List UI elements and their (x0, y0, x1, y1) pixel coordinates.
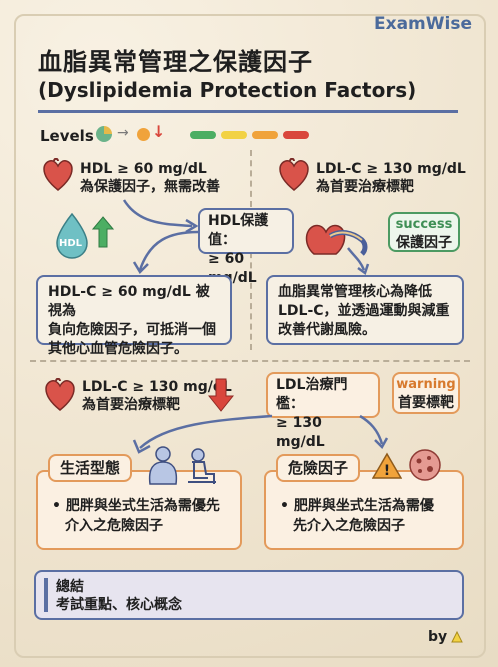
success-badge: success (395, 217, 453, 232)
curved-arrow-icon (126, 412, 276, 456)
heart-icon (42, 158, 74, 192)
arrow-right-icon: → (117, 125, 129, 141)
curved-arrow-icon (120, 226, 200, 276)
ldl-threshold-line1: LDL治療門檻： (276, 377, 348, 412)
hdl-desc-line2: 負向危險因子，可抵消一個 (48, 322, 216, 338)
summary-box (34, 570, 464, 620)
hdl-value-line1: HDL保護值： (208, 213, 269, 248)
sitting-person-icon (184, 448, 218, 486)
risk-bullet-line1: 肥胖與坐式生活為需優 (293, 498, 434, 514)
section-divider-horizontal (30, 360, 470, 362)
curved-arrow-icon (356, 414, 392, 450)
risk-bullet: • 肥胖與坐式生活為需優 先介入之危險因子 (280, 496, 460, 536)
core-management-box: 血脂異常管理核心為降低 LDL-C，並透過運動與減重 改善代謝風險。 (266, 275, 464, 345)
heart-icon (44, 378, 76, 412)
person-icon (146, 446, 180, 486)
warning-text: 首要標靶 (398, 395, 454, 411)
bullet-dot: • (52, 498, 66, 514)
droplet-icon (54, 212, 90, 260)
hdl-desc-line3: 其他心血管危險因子。 (48, 341, 188, 357)
success-tag: success 保護因子 (388, 212, 460, 252)
byline: by (428, 629, 448, 645)
success-text: 保護因子 (396, 235, 452, 251)
author-icon (450, 630, 464, 644)
warning-badge: warning (396, 377, 456, 392)
bullet-dot: • (280, 498, 294, 514)
ldl-note-line2: 為首要治療標靶 (316, 179, 414, 195)
level-pill-green (190, 131, 216, 139)
ldl-target-line1: LDL-C ≥ 130 mg/dL (82, 379, 232, 395)
level-pill-yellow (221, 131, 247, 139)
hdl-desc-line1: HDL-C ≥ 60 mg/dL 被視為 (48, 284, 210, 319)
summary-title: 總結 (56, 579, 84, 595)
heart-icon (278, 158, 310, 192)
hdl-note-line2: 為保護因子，無需改善 (80, 179, 220, 195)
risk-card (264, 470, 464, 550)
page-subtitle: (Dyslipidemia Protection Factors) (38, 78, 417, 102)
brand-logo: ExamWise (374, 14, 472, 34)
core-desc-line1: 血脂異常管理核心為降低 (278, 284, 432, 300)
curved-arrow-icon (120, 196, 200, 236)
page-title: 血脂異常管理之保護因子 (38, 48, 313, 76)
svg-text:!: ! (384, 463, 390, 479)
level-pill-red (283, 131, 309, 139)
down-arrow-icon (208, 378, 234, 412)
summary-accent-bar (44, 578, 48, 612)
ldl-target-line2: 為首要治療標靶 (82, 397, 180, 413)
hdl-droplet-label: HDL (59, 238, 83, 249)
warning-icon: ! (372, 452, 402, 480)
down-arrow-icon: ↓ (152, 122, 166, 141)
hdl-value-box: HDL保護值： ≥ 60 mg/dL (198, 208, 294, 286)
lifestyle-card (36, 470, 242, 550)
risk-title: 危險因子 (276, 454, 360, 482)
artery-heart-icon (300, 210, 370, 265)
lifestyle-bullet-line1: 肥胖與坐式生活為需優先 (65, 498, 220, 514)
ldl-threshold-line2: ≥ 130 mg/dL (276, 415, 325, 450)
risk-bullet-line2: 先介入之危險因子 (293, 518, 405, 534)
hdl-description-box: HDL-C ≥ 60 mg/dL 被視為 負向危險因子，可抵消一個 其他心血管危… (36, 275, 232, 357)
core-desc-line3: 改善代謝風險。 (278, 322, 376, 338)
up-arrow-icon (92, 216, 114, 248)
ldl-note-line1: LDL-C ≥ 130 mg/dL (316, 161, 466, 177)
lifestyle-title: 生活型態 (48, 454, 132, 482)
page-frame (14, 14, 486, 658)
orange-dot-icon (137, 128, 150, 141)
title-divider (38, 110, 458, 113)
lifestyle-bullet-line2: 介入之危險因子 (65, 518, 163, 534)
levels-label: Levels (40, 127, 94, 145)
warning-tag: warning 首要標靶 (392, 372, 460, 414)
ldl-threshold-box: LDL治療門檻： ≥ 130 mg/dL (266, 372, 380, 450)
pie-chart-icon (96, 126, 112, 142)
core-desc-line2: LDL-C，並透過運動與減重 (278, 303, 450, 319)
summary-text: 考試重點、核心概念 (56, 597, 182, 613)
level-pill-orange (252, 131, 278, 139)
lifestyle-bullet: • 肥胖與坐式生活為需優先 介入之危險因子 (52, 496, 232, 536)
hdl-note-line1: HDL ≥ 60 mg/dL (80, 161, 207, 177)
down-arrow-icon (344, 246, 374, 276)
cell-icon (408, 448, 442, 482)
